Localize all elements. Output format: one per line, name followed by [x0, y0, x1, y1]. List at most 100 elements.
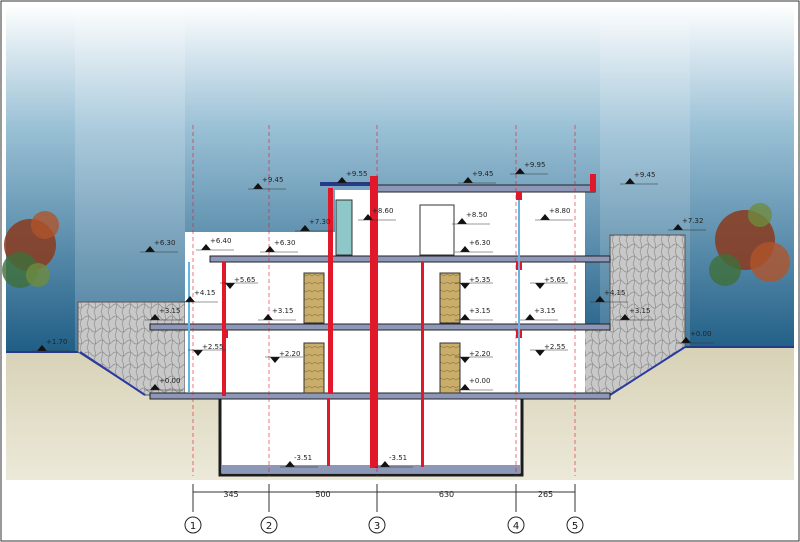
level-value: +3.15	[629, 307, 650, 315]
level-mark: +4.15	[180, 289, 218, 303]
level-mark: +2.55	[530, 343, 568, 356]
roof-parapet	[320, 182, 375, 186]
opening-top-floor	[419, 204, 455, 256]
level-value: +0.00	[469, 377, 490, 385]
level-mark: +3.15	[520, 307, 558, 321]
beam-marker	[222, 330, 228, 338]
level-value: +6.30	[154, 239, 175, 247]
level-value: +9.45	[262, 176, 283, 184]
level-value: +4.15	[604, 289, 625, 297]
level-value: +9.95	[524, 161, 545, 169]
dimension-label: 265	[538, 490, 553, 499]
door-ground-floor	[303, 342, 325, 394]
axis-number: 5	[572, 521, 578, 532]
level-mark: +0.00	[676, 330, 714, 344]
level-mark: +5.65	[220, 276, 258, 289]
level-mark: +6.30	[260, 239, 298, 253]
level-value: +3.15	[469, 307, 490, 315]
level-value: +8.80	[549, 207, 570, 215]
level-value: +4.15	[194, 289, 215, 297]
level-mark: +8.60	[358, 207, 396, 221]
level-mark: +0.00	[455, 377, 493, 391]
level-value: +3.15	[534, 307, 555, 315]
level-value: +5.65	[234, 276, 255, 284]
level-value: +2.20	[469, 350, 490, 358]
axis-bubble	[507, 516, 525, 534]
slab-second-floor	[209, 255, 611, 263]
door-first-floor	[303, 272, 325, 324]
axis-bubble	[368, 516, 386, 534]
door-first-floor	[439, 272, 461, 324]
level-mark: +2.20	[265, 350, 303, 363]
level-mark: +6.30	[140, 239, 178, 253]
level-mark: +3.15	[615, 307, 653, 321]
level-value: +9.45	[634, 171, 655, 179]
level-mark: +7.32	[668, 217, 706, 231]
level-mark: +6.40	[196, 237, 234, 251]
level-mark: -3.51	[280, 454, 318, 468]
level-mark: +9.45	[620, 171, 658, 185]
axis-grid-lines	[192, 125, 576, 512]
axis-bubble	[260, 516, 278, 534]
level-mark: -3.51	[375, 454, 413, 468]
axis-number: 1	[190, 521, 196, 532]
level-mark: +2.20	[455, 350, 493, 363]
axis-bubble	[184, 516, 202, 534]
level-value: +3.15	[272, 307, 293, 315]
level-mark: +9.95	[510, 161, 548, 175]
level-mark: +3.15	[145, 307, 183, 321]
level-value: -3.51	[389, 454, 407, 462]
level-mark: +8.80	[535, 207, 573, 221]
axis-number: 4	[513, 521, 519, 532]
level-value: -3.51	[294, 454, 312, 462]
sky-light-band	[75, 4, 185, 354]
axis-number: 3	[374, 521, 380, 532]
dimension-label: 630	[439, 490, 454, 499]
level-value: +2.55	[202, 343, 223, 351]
column-basement	[327, 398, 330, 466]
level-value: +6.40	[210, 237, 231, 245]
level-mark: +9.45	[248, 176, 286, 190]
level-mark: +9.55	[332, 170, 370, 184]
roof-edge-marker	[590, 174, 596, 192]
level-value: +7.32	[682, 217, 703, 225]
level-mark: +9.45	[458, 170, 496, 184]
axis-bubble	[566, 516, 584, 534]
level-mark: +0.00	[145, 377, 183, 391]
tree-left	[2, 211, 59, 288]
level-value: +8.60	[372, 207, 393, 215]
level-mark: +3.15	[455, 307, 493, 321]
level-value: +8.50	[466, 211, 487, 219]
level-mark: +7.30	[295, 218, 333, 232]
level-value: +5.35	[469, 276, 490, 284]
level-value: +0.00	[690, 330, 711, 338]
level-mark: +2.55	[188, 343, 226, 356]
level-value: +9.45	[472, 170, 493, 178]
dimension-label: 345	[223, 490, 238, 499]
level-marks: +9.45 +9.55 +9.45 +9.95 +9.45 +8.60 +8.50 +8.80…	[32, 161, 714, 468]
column-axis-1	[222, 262, 226, 396]
level-value: +7.30	[309, 218, 330, 226]
window-stair	[335, 199, 353, 256]
level-value: +2.55	[544, 343, 565, 351]
column-stair	[328, 188, 333, 394]
level-value: +1.70	[46, 338, 67, 346]
level-value: +9.55	[346, 170, 367, 178]
tree-right	[709, 203, 790, 286]
level-value: +2.20	[279, 350, 300, 358]
slab-ground-floor	[149, 392, 611, 400]
level-mark: +1.70	[32, 338, 70, 352]
level-value: +0.00	[159, 377, 180, 385]
level-mark: +6.30	[455, 239, 493, 253]
level-mark: +4.15	[590, 289, 628, 303]
stair-right	[609, 346, 686, 396]
level-value: +6.30	[469, 239, 490, 247]
level-mark: +3.15	[258, 307, 296, 321]
column-interior	[421, 262, 424, 467]
level-value: +3.15	[159, 307, 180, 315]
level-value: +5.65	[544, 276, 565, 284]
beam-marker	[516, 192, 522, 200]
